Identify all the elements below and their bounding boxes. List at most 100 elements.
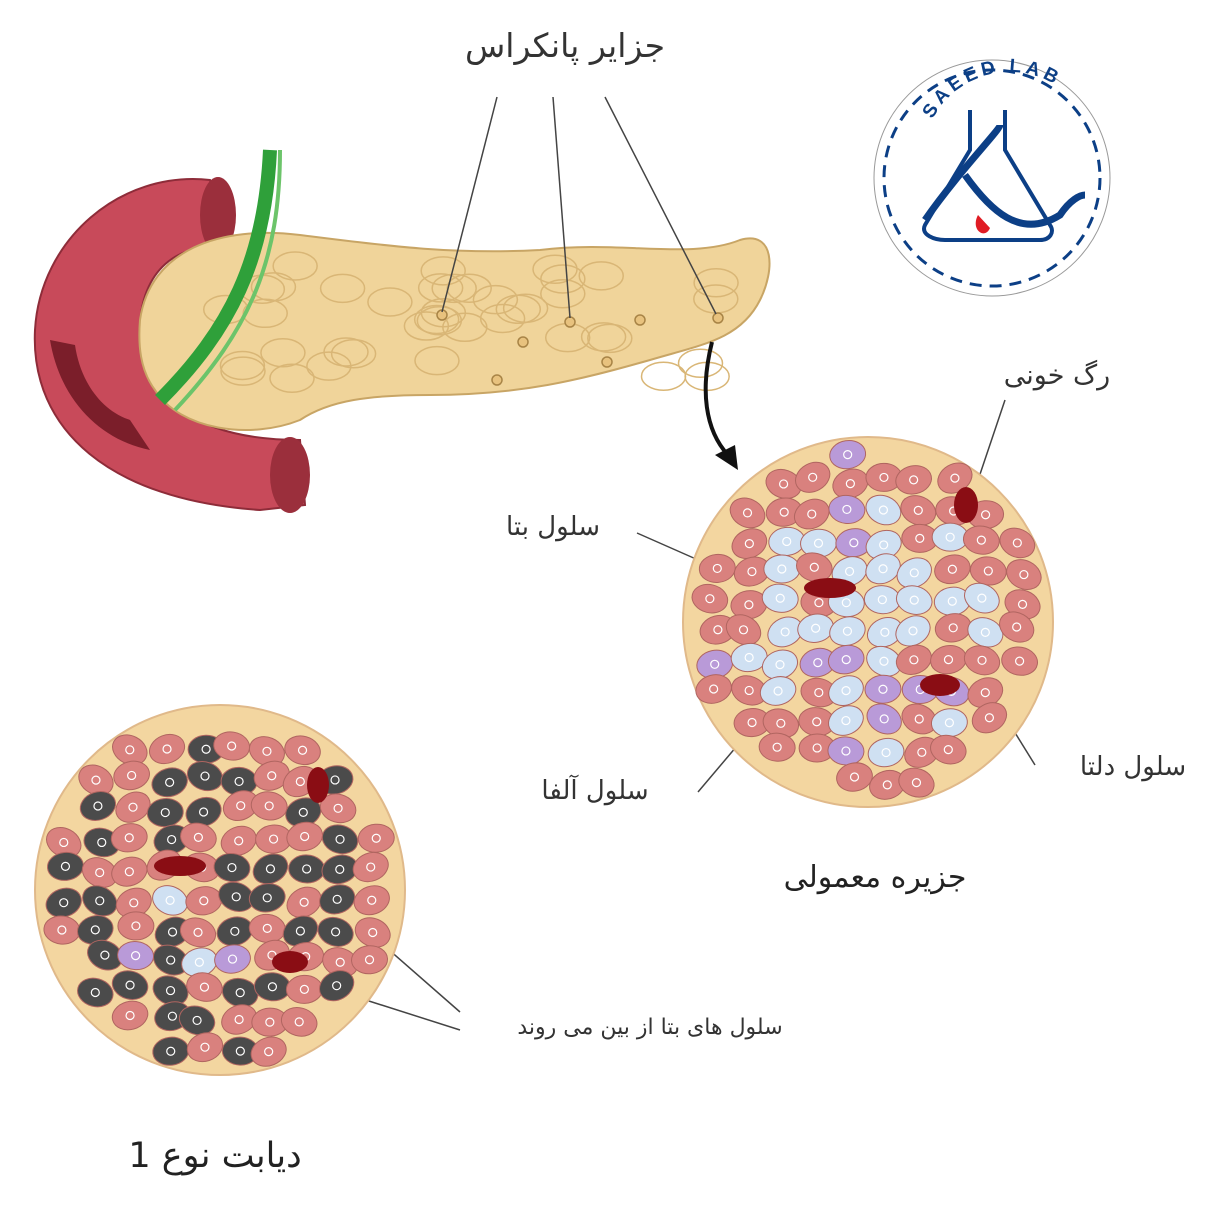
alpha-cell (179, 917, 217, 948)
dead-beta-cell (45, 887, 82, 918)
beta-cell (931, 522, 969, 552)
blood-vessel (920, 674, 960, 696)
alpha-cell (319, 793, 357, 824)
dead-beta-cell (252, 853, 289, 885)
alpha-cell (836, 762, 873, 792)
alpha-cell (115, 791, 151, 823)
alpha-cell (1001, 646, 1038, 676)
alpha-cell (253, 760, 290, 791)
alpha-cell (895, 644, 932, 675)
alpha-cell (930, 734, 967, 765)
zoom-arrow (703, 341, 730, 457)
beta-cell (759, 676, 797, 706)
alpha-cell (999, 527, 1036, 559)
alpha-cell (284, 735, 321, 766)
beta-cell (964, 582, 1000, 614)
delta-cell (828, 494, 866, 524)
alpha-cell (286, 821, 323, 852)
alpha-cell (352, 851, 389, 883)
alpha-cell (934, 554, 971, 585)
label-beta-destroyed: سلول های بتا از بین می روند (517, 1015, 783, 1040)
dead-beta-cell (151, 767, 188, 798)
label-beta-cell: سلول بتا (506, 512, 600, 542)
title: جزایر پانکراس (465, 26, 665, 65)
dead-beta-cell (152, 975, 189, 1006)
beta-cell (763, 554, 801, 584)
alpha-cell (250, 1036, 287, 1067)
alpha-cell (110, 823, 148, 853)
blood-vessel (307, 767, 329, 803)
beta-cell (152, 885, 189, 916)
alpha-cell (695, 674, 732, 704)
alpha-cell (731, 528, 768, 559)
alpha-cell (793, 498, 830, 530)
dead-beta-cell (82, 885, 118, 917)
label-normal-islet: جزیره معمولی (783, 860, 967, 895)
label-blood-vessel: رگ خونی (1003, 360, 1111, 391)
alpha-cell (758, 732, 796, 762)
delta-cell (864, 674, 902, 704)
dead-beta-cell (111, 970, 149, 1000)
delta-cell (827, 644, 865, 675)
beta-cell (896, 557, 932, 589)
alpha-cell (248, 736, 285, 767)
alpha-cell (149, 733, 186, 765)
alpha-cell (900, 495, 937, 526)
dead-beta-cell (317, 916, 354, 947)
blood-vessel (272, 951, 308, 973)
dead-beta-cell (321, 824, 359, 855)
beta-cell (865, 553, 901, 585)
saeed-lab-logo: SAEED LAB (873, 56, 1111, 297)
delta-cell (829, 440, 867, 470)
alpha-cell (971, 702, 1008, 734)
alpha-cell (117, 911, 155, 941)
alpha-cell (351, 945, 389, 975)
dead-beta-cell (319, 884, 356, 915)
alpha-cell (280, 1007, 318, 1037)
alpha-cell (111, 856, 148, 887)
delta-cell (866, 703, 902, 735)
alpha-cell (286, 886, 322, 918)
alpha-cell (186, 1032, 224, 1063)
alpha-cell (963, 645, 1001, 676)
dead-beta-cell (319, 970, 355, 1002)
dead-beta-cell (213, 852, 251, 883)
alpha-cell (898, 767, 935, 798)
alpha-cell (354, 917, 391, 948)
alpha-cell (691, 583, 729, 614)
alpha-cell (795, 461, 831, 493)
label-type1-diabetes: دیابت نوع 1 (128, 1136, 302, 1176)
alpha-cell (729, 497, 766, 529)
alpha-cell (357, 823, 395, 853)
delta-cell (827, 736, 865, 766)
beta-cell (829, 616, 866, 647)
beta-cell (895, 615, 931, 647)
blood-vessel (804, 578, 856, 598)
alpha-cell (112, 734, 148, 766)
alpha-cell (220, 825, 257, 857)
beta-cell (867, 737, 905, 768)
beta-cell (865, 494, 902, 526)
normal-islet (682, 436, 1054, 808)
beta-cell (730, 642, 768, 673)
alpha-cell (1006, 559, 1042, 590)
alpha-cell (111, 1000, 149, 1031)
beta-cell (828, 675, 864, 706)
alpha-cell (221, 1004, 258, 1035)
beta-cell (761, 583, 799, 613)
delta-cell (214, 944, 251, 974)
label-delta-cell: سلول دلتا (1079, 752, 1187, 782)
beta-cell (828, 705, 864, 736)
blood-vessel (154, 856, 206, 876)
alpha-cell (113, 760, 150, 791)
type1-islet (34, 704, 406, 1076)
duodenum (33, 177, 310, 513)
bile-duct (155, 149, 277, 405)
alpha-cell (180, 822, 217, 853)
dead-beta-cell (248, 883, 286, 913)
dead-beta-cell (178, 1005, 216, 1036)
alpha-cell (78, 764, 114, 796)
alpha-cell (698, 553, 736, 583)
alpha-cell (999, 611, 1035, 643)
